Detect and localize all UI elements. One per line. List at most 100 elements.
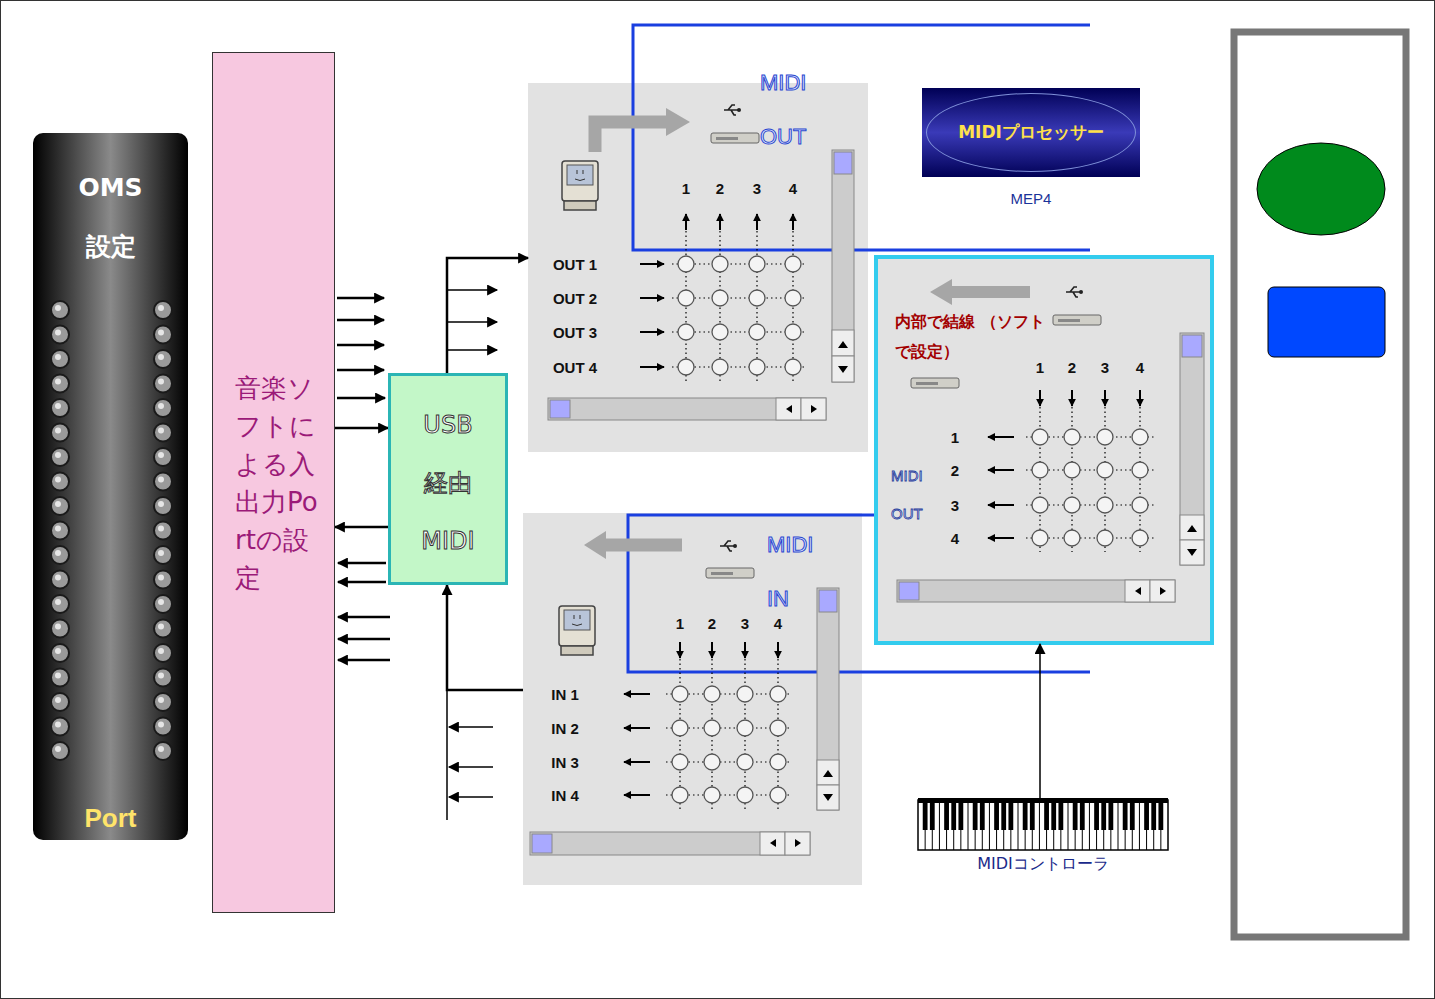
matrix-node (1032, 497, 1048, 513)
port-name: 1 (951, 429, 959, 446)
black-key (1044, 800, 1049, 830)
black-key (923, 800, 928, 830)
port-knob (51, 448, 69, 466)
column-number: 2 (708, 615, 716, 632)
port-knob (51, 546, 69, 564)
black-key (1030, 800, 1035, 830)
usb-box: USB 経由 MIDI (388, 373, 508, 585)
port-knob-shine (55, 428, 61, 434)
matrix-node (712, 359, 728, 375)
port-knob (51, 595, 69, 613)
port-knob-shine (158, 673, 164, 679)
port-knob (51, 620, 69, 638)
port-name: 4 (951, 530, 959, 547)
port-knob (51, 571, 69, 589)
matrix-node (1064, 462, 1080, 478)
port-knob-shine (55, 648, 61, 654)
internal-panel (876, 257, 1212, 643)
matrix-arrow (1104, 390, 1106, 406)
port-knob-shine (158, 428, 164, 434)
port-knobs (51, 301, 172, 760)
white-key-edge (968, 800, 969, 850)
routing-note: 内部で結線 （ソフトで設定） (895, 307, 1045, 367)
matrix-node (712, 324, 728, 340)
white-key-edge (989, 800, 990, 850)
matrix-arrow (640, 331, 664, 333)
usb-icon (1066, 287, 1083, 297)
port-knob (154, 595, 172, 613)
black-key (1001, 800, 1006, 830)
matrix-arrow (624, 727, 650, 729)
black-key (958, 800, 963, 830)
port-knob-shine (55, 477, 61, 483)
device-icon (706, 568, 754, 578)
port-knob (154, 693, 172, 711)
matrix-node (1132, 530, 1148, 546)
blue-button (1268, 287, 1385, 357)
matrix-arrow (1071, 390, 1073, 406)
port-knob-shine (158, 599, 164, 605)
matrix-node (1132, 429, 1148, 445)
port-knob-shine (55, 501, 61, 507)
out-panel (528, 83, 868, 452)
connector (335, 427, 388, 430)
port-knob-shine (158, 354, 164, 360)
midi-controller: MIDIコントローラ (918, 798, 1168, 880)
flow-arrow (666, 108, 690, 136)
matrix-node (1032, 530, 1048, 546)
port-knob (154, 742, 172, 760)
column-number: 2 (1068, 359, 1076, 376)
port-knob (51, 693, 69, 711)
port-knob-shine (55, 550, 61, 556)
matrix-node (1064, 530, 1080, 546)
port-knob-shine (158, 697, 164, 703)
port-knob (51, 497, 69, 515)
matrix-node (1097, 429, 1113, 445)
scrollbar (530, 150, 1204, 855)
column-number: 4 (789, 180, 797, 197)
black-key (1151, 800, 1156, 830)
black-key (930, 800, 935, 830)
black-key (1023, 800, 1028, 830)
black-key (1094, 800, 1099, 830)
oms-panel (33, 133, 188, 840)
port-knob-shine (158, 648, 164, 654)
matrix-node (770, 686, 786, 702)
column-number: 4 (1136, 359, 1144, 376)
matrix-node (704, 787, 720, 803)
matrix-node (672, 720, 688, 736)
port-knob-shine (55, 722, 61, 728)
black-key (980, 800, 985, 830)
matrix-node (749, 256, 765, 272)
port-knob (51, 326, 69, 344)
matrix-node (749, 359, 765, 375)
connector (335, 526, 388, 529)
matrix-node (704, 754, 720, 770)
port-knob (154, 546, 172, 564)
port-knob-shine (158, 722, 164, 728)
routing-matrix (624, 214, 1154, 809)
matrix-node (1064, 429, 1080, 445)
port-knob-shine (55, 305, 61, 311)
column-number: 3 (1101, 359, 1109, 376)
port-name: OUT 4 (553, 359, 597, 376)
matrix-node (678, 359, 694, 375)
matrix-node (678, 256, 694, 272)
port-knob-shine (158, 403, 164, 409)
port-name: IN 4 (551, 787, 579, 804)
connector (1039, 644, 1041, 798)
matrix-arrow (1039, 390, 1041, 406)
port-knob (154, 424, 172, 442)
port-knob (154, 399, 172, 417)
panel-title: 設定 (33, 230, 188, 263)
white-key-edge (1068, 800, 1069, 850)
matrix-node (785, 324, 801, 340)
port-knob-shine (55, 354, 61, 360)
port-knob (154, 718, 172, 736)
port-knob (51, 399, 69, 417)
port-name: 3 (951, 497, 959, 514)
port-name: 2 (951, 462, 959, 479)
matrix-node (672, 686, 688, 702)
computer-icon (562, 161, 598, 210)
